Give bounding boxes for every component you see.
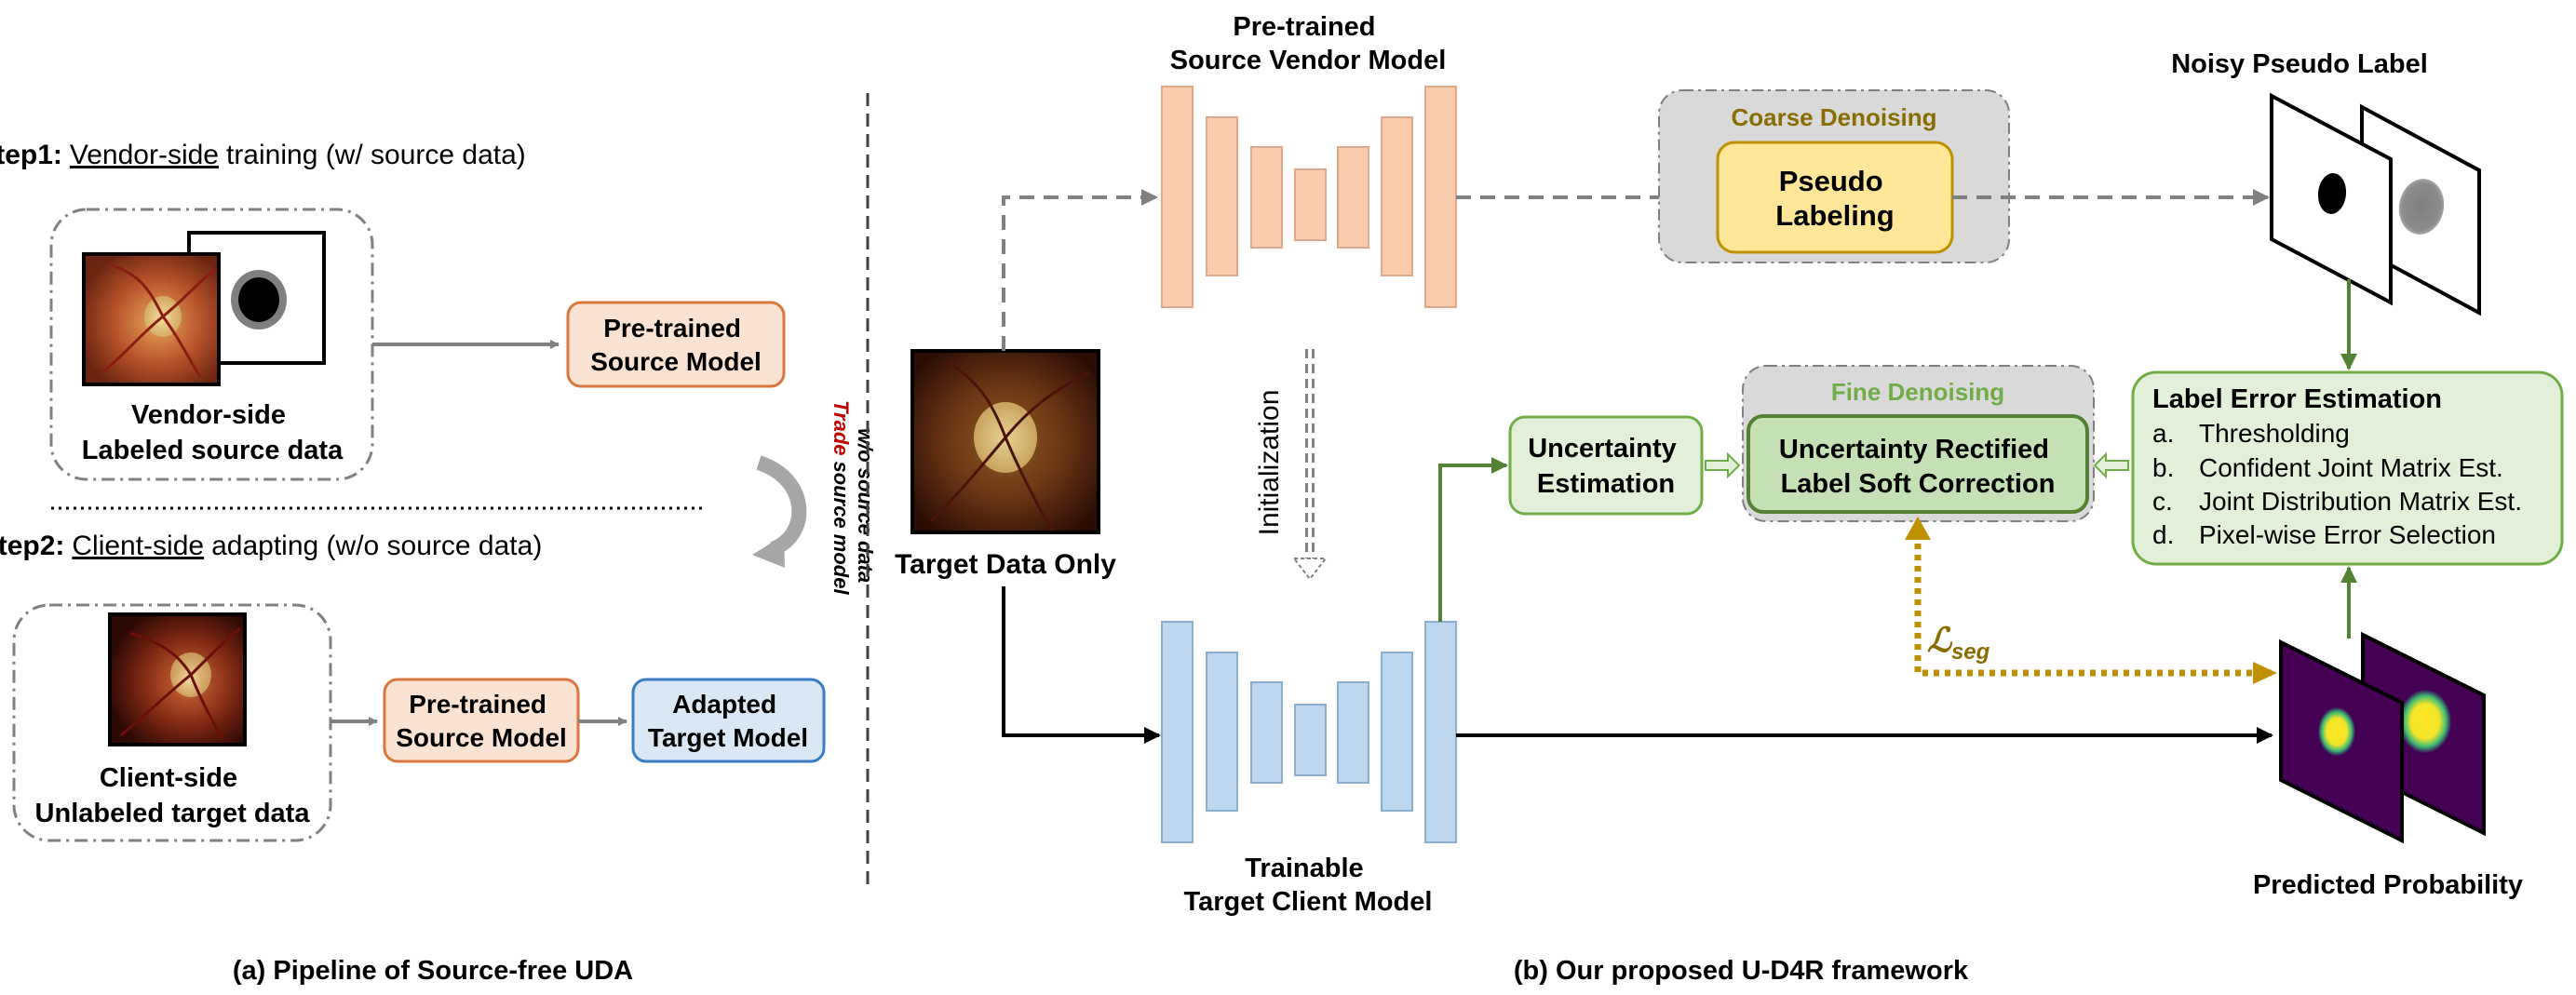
uncertainty-estimation-box <box>1508 415 1704 516</box>
target-client-model <box>1161 621 1457 843</box>
label-error-item-marker: a. <box>2152 419 2174 448</box>
target-to-client-arrow <box>1002 586 1161 744</box>
label-error-item-text: Thresholding <box>2199 419 2350 448</box>
label-soft-correction-box <box>1747 414 2089 514</box>
client-to-uncertainty-arrow <box>1438 457 1508 622</box>
coarse-denoising-title: Coarse Denoising <box>1731 103 1936 131</box>
trade-note: Tradesource model w/o source data <box>829 400 877 595</box>
label-error-items: a. Thresholding b. Confident Joint Matri… <box>2152 419 2522 549</box>
noisy-label-black-blob <box>2317 173 2347 214</box>
client-vessels <box>120 626 241 741</box>
pseudo-labeling-label: Pseudo Labeling <box>1775 165 1894 232</box>
label-error-estimation-box <box>2131 370 2564 566</box>
probability-blob-front <box>2318 707 2355 756</box>
noisy-label-title: Noisy Pseudo Label <box>2171 49 2428 79</box>
client-model-title: Trainable Target Client Model <box>1184 854 1433 917</box>
uncertainty-estimation-label: Uncertainty Estimation <box>1528 434 1684 499</box>
source-model-title: Pre-trained Source Vendor Model <box>1170 12 1447 75</box>
initialization-label: Initialization <box>1254 390 1285 536</box>
adapted-target-model-box <box>631 678 826 763</box>
label-error-item-marker: c. <box>2152 487 2173 516</box>
right-caption: (b) Our proposed U-D4R framework <box>1514 956 1969 986</box>
uncertainty-to-correction-arrow <box>1705 451 1741 479</box>
pretrained-source-model-label-1: Pre-trained Source Model <box>590 314 762 376</box>
label-error-item-marker: b. <box>2152 453 2174 482</box>
step-transition-arrowhead <box>752 535 785 568</box>
seg-loss-arrowhead-right <box>2253 662 2277 684</box>
probability-blob-back <box>2399 690 2451 753</box>
left-caption: (a) Pipeline of Source-free UDA <box>233 956 633 986</box>
target-data-label: Target Data Only <box>895 549 1116 580</box>
seg-loss-label: ℒseg <box>1927 621 1990 665</box>
label-error-item-text: Joint Distribution Matrix Est. <box>2199 487 2522 516</box>
target-to-source-arrow <box>1002 189 1158 351</box>
label-error-item-marker: d. <box>2152 520 2174 549</box>
client-caption: Client-side Unlabeled target data <box>35 763 311 828</box>
label-error-item-text: Pixel-wise Error Selection <box>2199 520 2496 549</box>
initialization-arrowhead <box>1291 558 1328 581</box>
svg-text:w/o source data: w/o source data <box>854 428 877 583</box>
seg-loss-arrowhead-up <box>1905 517 1931 540</box>
label-error-item-text: Confident Joint Matrix Est. <box>2199 453 2503 482</box>
source-vendor-model <box>1161 86 1457 308</box>
pseudo-labeling-box <box>1716 141 1954 254</box>
target-vessels <box>929 361 1090 531</box>
error-to-correction-arrow <box>2093 451 2129 479</box>
predicted-probability-title: Predicted Probability <box>2253 870 2523 900</box>
svg-text:Tradesource model: Tradesource model <box>829 400 853 595</box>
fine-denoising-title: Fine Denoising <box>1831 378 2004 406</box>
vendor-caption: Vendor-side Labeled source data <box>82 400 344 465</box>
source-mask-inner <box>238 277 279 322</box>
pretrained-source-model-label-2: Pre-trained Source Model <box>396 690 567 752</box>
right-panel: Target Data Only Pre-trained Source Vend… <box>895 12 2564 986</box>
step-transition-arrow <box>756 455 807 557</box>
pretrained-source-model-box-1 <box>566 301 786 388</box>
label-soft-correction-label: Uncertainty Rectified Label Soft Correct… <box>1779 435 2057 499</box>
adapted-target-model-label: Adapted Target Model <box>648 690 808 752</box>
source-vessels <box>101 263 217 378</box>
label-error-estimation-title: Label Error Estimation <box>2152 384 2442 414</box>
noisy-label-gray-blob <box>2398 179 2445 235</box>
